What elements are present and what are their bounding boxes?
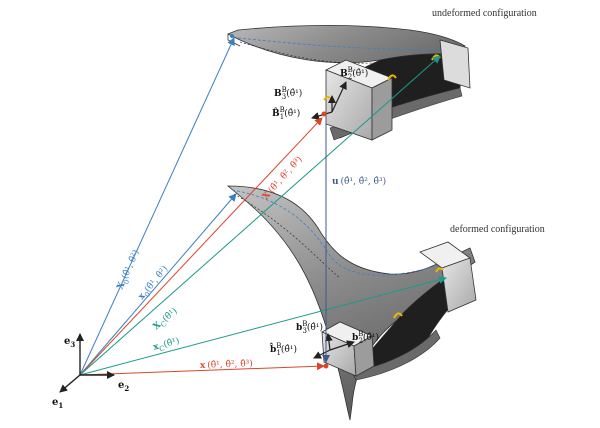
frame-b2-arrow	[329, 340, 355, 351]
caption-deformed: deformed configuration	[450, 224, 545, 235]
frame-b1-arrow	[313, 349, 331, 359]
vector-xC	[79, 275, 447, 376]
undeformed-point-blue	[230, 34, 234, 38]
label-u: u(θ̂¹, θ̂², θ̂³)	[332, 176, 386, 187]
caption-undeformed: undeformed configuration	[432, 8, 537, 19]
vector-x	[79, 362, 325, 376]
undeformed-point-red	[321, 111, 327, 117]
frame-B2-arrow	[331, 81, 347, 113]
deformed-yellow-mark-2	[435, 267, 444, 273]
deformed-end-cap-front	[441, 257, 477, 313]
basis-e1-label: e1	[52, 397, 63, 410]
undeformed-beam	[227, 25, 471, 141]
undeformed-yellow-mark-2	[387, 74, 397, 81]
undeformed-end-cap	[439, 39, 471, 89]
label-X0: X0(θ̂¹, θ̂²)	[115, 248, 144, 292]
vector-X0	[79, 37, 235, 376]
frame-b3-arrow	[324, 333, 333, 351]
undeformed-section-box-side	[371, 77, 393, 141]
deformed-dashed-line-b	[233, 193, 341, 279]
basis-e3-label: e3	[64, 336, 75, 349]
deformed-dashed-line-a	[231, 189, 471, 276]
deformed-yellow-mark-1	[393, 312, 403, 319]
vector-x0	[79, 193, 237, 376]
undeformed-dashed-line-a	[237, 37, 463, 51]
global-basis: e1 e2 e3	[52, 333, 129, 410]
label-x: x(θ̂¹, θ̂², θ̂³)	[200, 358, 253, 371]
basis-e1-arrow	[59, 374, 81, 393]
label-XC: XC(θ̂¹)	[151, 306, 181, 334]
deformed-section-box-side	[353, 335, 375, 377]
vector-XC	[79, 55, 441, 376]
deformed-lower-flange	[351, 329, 441, 381]
basis-e2-label: e2	[118, 380, 129, 393]
position-vectors	[79, 37, 447, 376]
undeformed-dashed-line-b	[239, 41, 391, 64]
label-X: X(θ̂¹, θ̂², θ̂³)	[260, 154, 305, 202]
vector-X	[79, 117, 323, 376]
label-xC: xC(θ̂¹)	[152, 335, 181, 354]
deformed-point-red	[323, 363, 329, 369]
